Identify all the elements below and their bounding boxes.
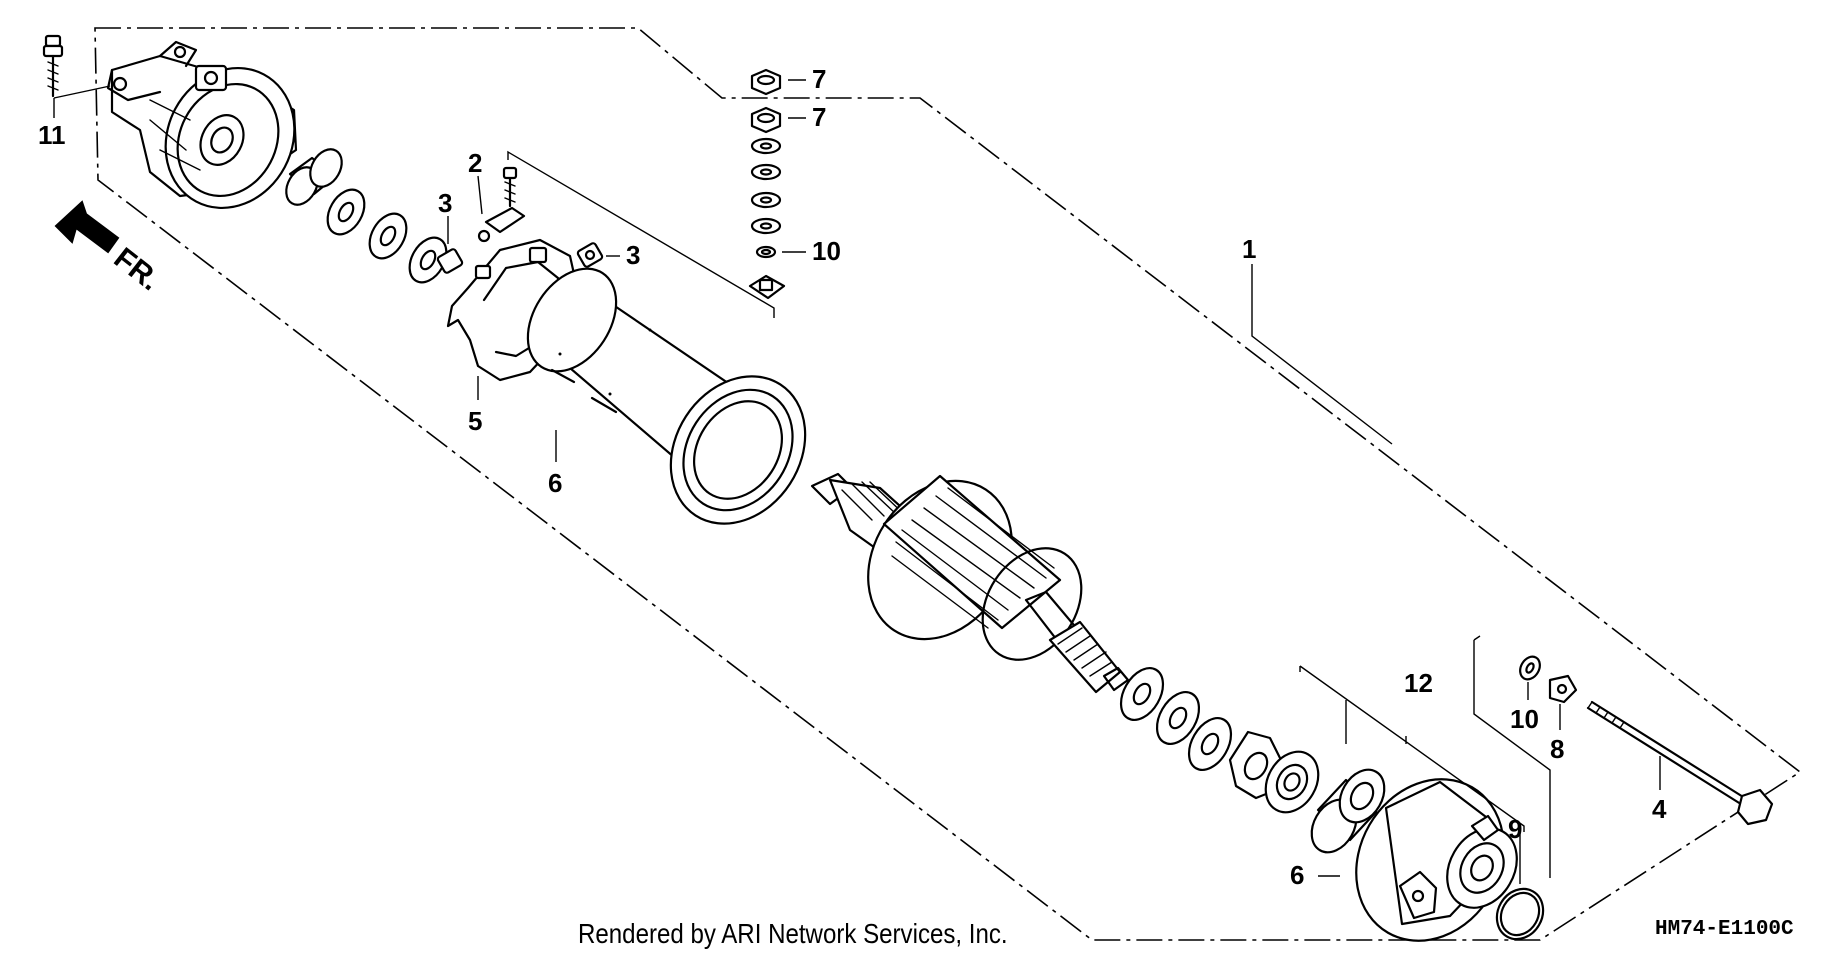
brush-3-left — [436, 248, 464, 274]
bracket-1 — [1251, 264, 1393, 445]
callout-1: 1 — [1242, 234, 1256, 264]
credit-text: Rendered by ARI Network Services, Inc. — [578, 918, 1008, 949]
washer-set-lower — [1119, 667, 1233, 771]
callout-10-top: 10 — [812, 236, 841, 266]
callout-11: 11 — [38, 120, 66, 150]
callout-6-rear: 6 — [1290, 860, 1304, 890]
o-ring-9 — [1495, 887, 1545, 941]
diagram-code-main: HM74-E1100 — [1655, 918, 1782, 941]
callout-4: 4 — [1652, 794, 1667, 824]
leader-lines — [53, 79, 1661, 884]
terminal-hardware-stack — [748, 68, 786, 300]
callout-7-second: 7 — [812, 102, 826, 132]
needle-bearing — [1310, 768, 1386, 854]
through-bolt-4 — [1586, 700, 1774, 826]
callout-8: 8 — [1550, 734, 1564, 764]
assembly-boundary — [94, 27, 1802, 941]
callout-9: 9 — [1508, 814, 1522, 844]
front-arrow-label: FR. — [108, 242, 166, 298]
diagram-code: HM74-E1100C — [1655, 918, 1794, 941]
plate-8 — [1548, 674, 1578, 704]
callout-6-yoke: 6 — [548, 468, 562, 498]
rear-cover — [1355, 778, 1518, 942]
callout-3-left: 3 — [438, 188, 452, 218]
callout-12: 12 — [1404, 668, 1433, 698]
washer-10-lower — [1519, 655, 1541, 681]
washer-set-upper — [326, 188, 448, 284]
callout-10-lower: 10 — [1510, 704, 1539, 734]
bearing — [1264, 750, 1320, 814]
brush-3-right — [576, 242, 604, 268]
terminal-bracket-line — [507, 150, 775, 318]
bracket-12 — [1299, 665, 1525, 832]
screw-2 — [477, 166, 526, 243]
yoke — [526, 267, 807, 525]
callout-5: 5 — [468, 406, 482, 436]
front-arrow-icon — [54, 200, 120, 254]
armature — [810, 472, 1130, 694]
bolt-11 — [42, 34, 64, 98]
diagram-code-suffix: C — [1781, 918, 1794, 941]
front-cover — [106, 40, 298, 210]
callout-3-right: 3 — [626, 240, 640, 270]
bushing — [285, 148, 343, 206]
bracket-8-10 — [1473, 635, 1551, 878]
callout-2: 2 — [468, 148, 482, 178]
callout-7-top: 7 — [812, 64, 826, 94]
